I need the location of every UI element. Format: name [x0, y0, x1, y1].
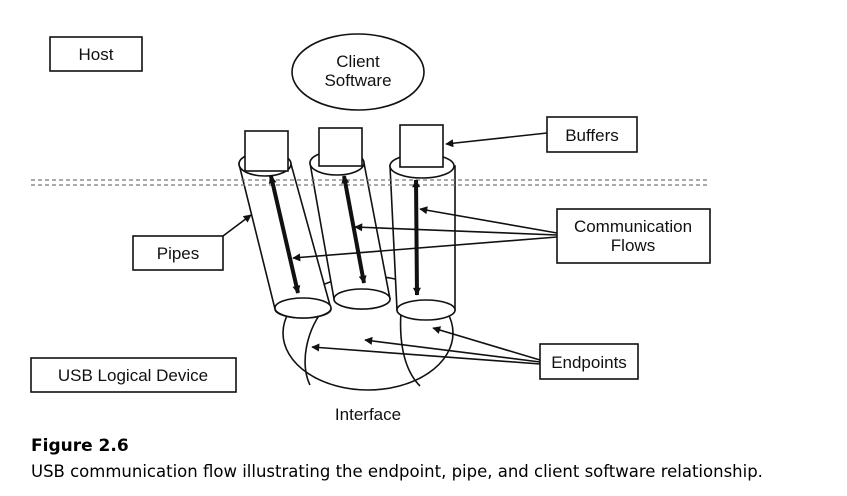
- flow-arrows: [268, 175, 421, 296]
- host-label: Host: [79, 45, 114, 64]
- buffers-label: Buffers: [565, 126, 619, 145]
- endpoints-label: Endpoints: [551, 353, 627, 372]
- flow-arrow-3: [412, 179, 421, 296]
- flow-arrow-1: [268, 175, 301, 294]
- usb-logical-device-label: USB Logical Device: [58, 366, 208, 385]
- interface-label: Interface: [335, 405, 401, 424]
- client-label-line2: Software: [324, 71, 391, 90]
- figure-caption: USB communication flow illustrating the …: [31, 462, 763, 481]
- host-device-boundary: [31, 179, 710, 186]
- usb-logical-device-box: USB Logical Device: [30, 357, 237, 393]
- buffer-2: [318, 127, 363, 167]
- pipes-callout: Pipes: [132, 214, 252, 271]
- comm-label-line2: Flows: [611, 236, 655, 255]
- buffers-callout: Buffers: [445, 116, 638, 153]
- comm-label-line1: Communication: [574, 217, 692, 236]
- endpoints-callout: Endpoints: [311, 326, 639, 380]
- figure-number: Figure 2.6: [31, 436, 129, 456]
- communication-flows-callout: Communication Flows: [292, 206, 711, 264]
- buffer-1: [244, 130, 289, 172]
- usb-communication-diagram: Host Client Software: [30, 33, 711, 424]
- host-box: Host: [49, 36, 143, 72]
- client-label-line1: Client: [336, 52, 380, 71]
- buffer-3: [399, 124, 444, 168]
- pipes-label: Pipes: [157, 244, 200, 263]
- pipe-3: [389, 153, 456, 321]
- client-software-ellipse: Client Software: [291, 33, 425, 111]
- flow-arrow-2: [341, 175, 367, 284]
